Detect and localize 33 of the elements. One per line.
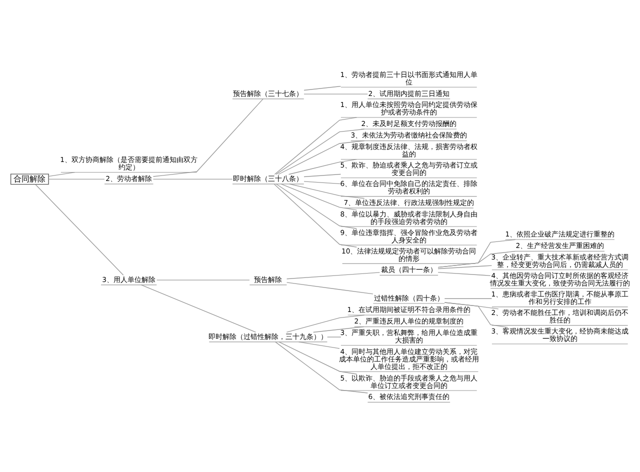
connector <box>289 183 365 198</box>
connector <box>274 183 358 247</box>
connector <box>444 302 508 328</box>
connector <box>327 336 342 337</box>
connector <box>152 98 264 176</box>
connector <box>275 341 368 393</box>
connector <box>286 272 380 279</box>
connector <box>288 158 358 174</box>
connector <box>304 85 342 90</box>
connector <box>276 128 365 174</box>
connector <box>274 116 358 174</box>
connector <box>286 314 365 332</box>
connector <box>48 172 76 176</box>
connector <box>438 250 516 268</box>
connector <box>286 282 374 294</box>
connector <box>280 183 358 210</box>
connector <box>298 341 340 348</box>
connector <box>48 178 105 180</box>
connector <box>278 140 365 174</box>
connector <box>278 341 358 374</box>
connector <box>152 178 233 180</box>
connector <box>156 279 250 280</box>
connector <box>438 264 492 269</box>
connector <box>35 184 124 275</box>
connector <box>304 180 342 184</box>
connector <box>438 271 491 276</box>
connector <box>438 238 516 268</box>
node-box: 合同解除 <box>10 173 49 184</box>
connector <box>313 326 364 332</box>
connector <box>304 93 368 94</box>
connector <box>276 183 358 228</box>
connector <box>304 173 342 177</box>
connector <box>140 284 256 332</box>
